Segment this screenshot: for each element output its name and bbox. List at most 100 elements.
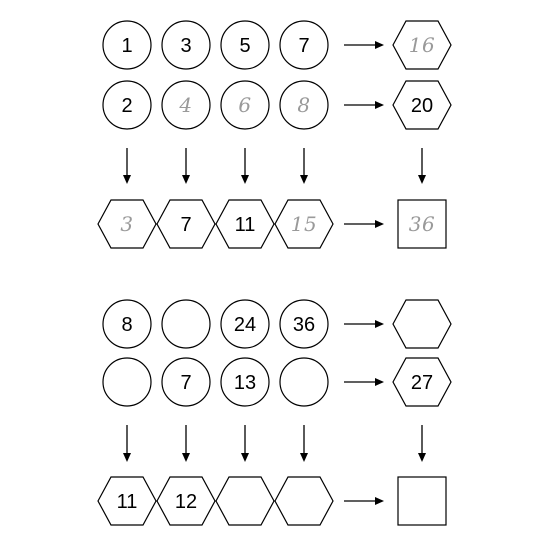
puzzle-1-top-arrow-head [375, 41, 384, 49]
puzzle-2-down-arrow-3-head [241, 453, 249, 462]
puzzle-2-down-arrow-2 [182, 425, 190, 462]
puzzle-2-sum-hexagon-2: 12 [156, 476, 216, 526]
puzzle-2-down-arrow-3 [241, 425, 249, 462]
puzzle-1-bottom-circle-4-circle [279, 80, 329, 130]
puzzle-1-down-arrow-total-head [418, 175, 426, 184]
puzzle-1-top-circle-2-circle [161, 20, 211, 70]
puzzle-2-top-circle-1-value: 8 [121, 314, 132, 336]
puzzle-1-bottom-total-hexagon-value: 20 [411, 95, 433, 117]
puzzle-1-top-circle-4-circle [279, 20, 329, 70]
puzzle-2-bottom-circle-3: 13 [220, 357, 270, 407]
puzzle-2-bottom-circle-3-circle [220, 357, 270, 407]
puzzle-2-sum-hexagon-4-hexagon [274, 476, 334, 526]
puzzle-1-sum-hexagon-3: 11 [215, 199, 275, 249]
puzzle-1-bottom-circle-1: 2 [102, 80, 152, 130]
puzzle-2-top-circle-2-circle [161, 299, 211, 349]
puzzle-1-sum-hexagon-1-value: 3 [120, 212, 133, 236]
puzzle-2-down-arrow-total [418, 425, 426, 462]
puzzle-2-bottom-circle-1-circle [102, 357, 152, 407]
puzzle-1-sum-hexagon-4: 15 [274, 199, 334, 249]
puzzle-2-sum-hexagon-3 [215, 476, 275, 526]
puzzle-2-bottom-circle-1 [102, 357, 152, 407]
puzzle-1-bottom-arrow-head [375, 101, 384, 109]
puzzle-1-down-arrow-3-head [241, 175, 249, 184]
puzzle-2-top-arrow-head [375, 320, 384, 328]
puzzle-1-down-arrow-1 [123, 148, 131, 184]
puzzle-1-bottom-circle-4: 8 [279, 80, 329, 130]
puzzle-1-bottom-circle-3-circle [220, 80, 270, 130]
puzzle-2-bottom-circle-4-circle [279, 357, 329, 407]
puzzle-2-bottom-circle-2-circle [161, 357, 211, 407]
puzzle-2-top-total-hexagon-hexagon [392, 299, 452, 349]
puzzle-1-top-circle-4: 7 [279, 20, 329, 70]
puzzle-1-sum-hexagon-3-hexagon [215, 199, 275, 249]
puzzle-1-bottom-arrow [344, 101, 384, 109]
puzzle-1-grand-total-square: 36 [397, 199, 447, 249]
puzzle-2-down-arrow-total-head [418, 453, 426, 462]
puzzle-2-sum-hexagon-2-value: 12 [175, 491, 197, 513]
puzzle-1-sum-hexagon-3-value: 11 [235, 214, 256, 236]
puzzle-2-bottom-arrow-head [375, 378, 384, 386]
puzzle-2-bottom-circle-2: 7 [161, 357, 211, 407]
puzzle-2-grand-total-square-square [397, 476, 447, 526]
puzzle-1-bottom-circle-1-value: 2 [121, 95, 132, 117]
puzzle-1-top-circle-1: 1 [102, 20, 152, 70]
puzzle-2-top-circle-2 [161, 299, 211, 349]
puzzle-1-top-arrow [344, 41, 384, 49]
puzzle-1-top-circle-3-value: 5 [239, 35, 250, 57]
puzzle-1-top-total-hexagon: 16 [392, 20, 452, 70]
puzzle-2-top-circle-1: 8 [102, 299, 152, 349]
puzzle-2-bottom-circle-2-value: 7 [180, 372, 191, 394]
puzzle-1-bottom-circle-3: 6 [220, 80, 270, 130]
puzzle-2-down-arrow-1-head [123, 453, 131, 462]
puzzle-2-top-circle-3-circle [220, 299, 270, 349]
puzzle-1-bottom-total-hexagon-hexagon [392, 80, 452, 130]
puzzle-2-top-circle-4-value: 36 [293, 314, 315, 336]
puzzle-1-bottom-circle-2-circle [161, 80, 211, 130]
puzzle-2-top-total-hexagon [392, 299, 452, 349]
puzzle-1-down-arrow-4 [300, 148, 308, 184]
puzzle-1-down-arrow-3 [241, 148, 249, 184]
puzzle-2-sum-hexagon-1: 11 [97, 476, 157, 526]
puzzle-2-sum-hexagon-2-hexagon [156, 476, 216, 526]
puzzle-1-down-arrow-2-head [182, 175, 190, 184]
puzzle-1-top-circle-2: 3 [161, 20, 211, 70]
puzzle-2-down-arrow-2-head [182, 453, 190, 462]
puzzle-2-sum-arrow [344, 497, 384, 505]
puzzle-1-down-arrow-2 [182, 148, 190, 184]
puzzle-2-bottom-total-hexagon-value: 27 [411, 372, 433, 394]
puzzle-1-down-arrow-1-head [123, 175, 131, 184]
puzzle-1-grand-total-square-square [397, 199, 447, 249]
puzzle-1-top-total-hexagon-hexagon [392, 20, 452, 70]
puzzle-1-sum-hexagon-1-hexagon [97, 199, 157, 249]
puzzle-2-bottom-total-hexagon: 27 [392, 357, 452, 407]
puzzle-1-top-circle-3-circle [220, 20, 270, 70]
puzzle-1-top-total-hexagon-value: 16 [409, 33, 435, 57]
puzzle-2-top-arrow [344, 320, 384, 328]
puzzle-2-bottom-circle-3-value: 13 [234, 372, 256, 394]
puzzle-1-top-circle-4-value: 7 [298, 35, 309, 57]
puzzle-2-top-circle-3: 24 [220, 299, 270, 349]
puzzle-1-bottom-circle-3-value: 6 [238, 93, 251, 117]
puzzle-1-top-circle-3: 5 [220, 20, 270, 70]
puzzle-1-top-circle-1-value: 1 [121, 35, 132, 57]
puzzle-1-sum-hexagon-1: 3 [97, 199, 157, 249]
puzzle-1-sum-hexagon-4-hexagon [274, 199, 334, 249]
puzzle-2-bottom-arrow [344, 378, 384, 386]
puzzle-2-top-circle-4-circle [279, 299, 329, 349]
puzzle-2-sum-hexagon-3-hexagon [215, 476, 275, 526]
puzzle-1-down-arrow-total [418, 148, 426, 184]
puzzle-1-sum-arrow-head [375, 220, 384, 228]
puzzle-1-sum-hexagon-2-value: 7 [180, 214, 191, 236]
puzzle-1-bottom-circle-4-value: 8 [297, 93, 310, 117]
puzzle-2-grand-total-square [397, 476, 447, 526]
puzzle-1-bottom-total-hexagon: 20 [392, 80, 452, 130]
puzzle-2-sum-hexagon-4 [274, 476, 334, 526]
puzzle-1-top-circle-2-value: 3 [180, 35, 191, 57]
puzzle-2-sum-arrow-head [375, 497, 384, 505]
puzzle-2-down-arrow-4 [300, 425, 308, 462]
puzzle-2-down-arrow-1 [123, 425, 131, 462]
puzzle-1-bottom-circle-1-circle [102, 80, 152, 130]
puzzle-1-down-arrow-4-head [300, 175, 308, 184]
